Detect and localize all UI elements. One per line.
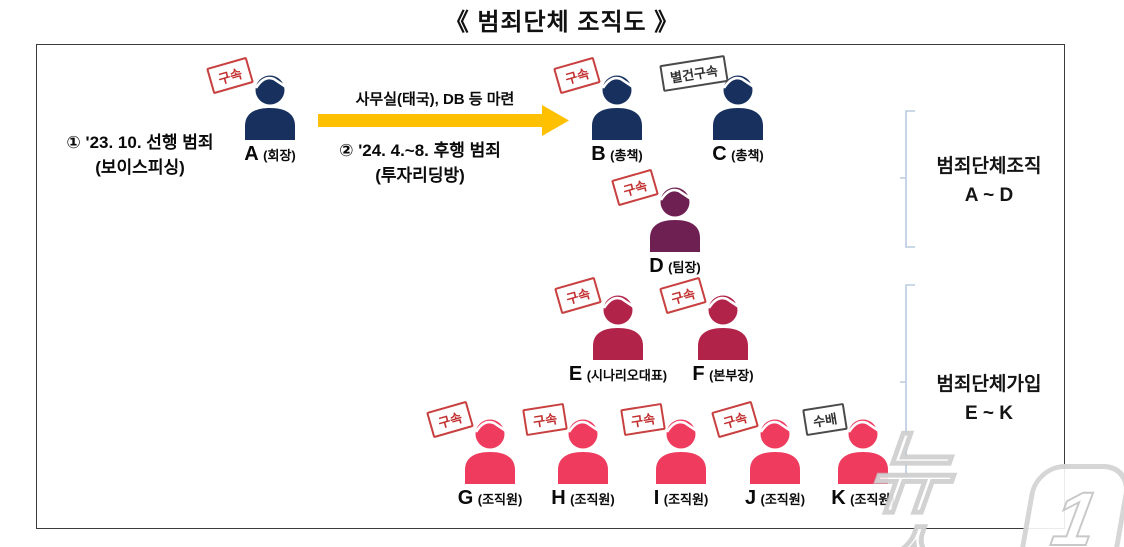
person-H: 구속 H (조직원): [522, 402, 638, 510]
person-icon: [698, 295, 748, 360]
person-icon: [592, 75, 642, 140]
step2-annotation: ② '24. 4.~8. 후행 범죄 (투자리딩방): [320, 138, 520, 188]
right-arrow-icon: [318, 105, 569, 136]
group1-label: 범죄단체조직 A ~ D: [913, 152, 1065, 210]
person-J: 구속 J (조직원): [711, 400, 830, 510]
person-icon: [593, 295, 643, 360]
person-label: D (팀장): [649, 255, 701, 277]
person-F: 구속 F (본부장): [659, 276, 778, 386]
person-icon: [656, 419, 706, 484]
person-label: C (총책): [712, 143, 764, 165]
person-A: 구속 A (회장): [206, 56, 325, 166]
group1-bracket-icon: [900, 110, 915, 248]
person-C: 별건구속 C (총책): [659, 55, 793, 166]
person-icon: [838, 419, 888, 484]
step2-line1: ② '24. 4.~8. 후행 범죄: [339, 141, 501, 160]
step2-line2: (투자리딩방): [375, 166, 465, 185]
person-icon: [465, 419, 515, 484]
person-icon: [558, 419, 608, 484]
group2-label: 범죄단체가입 E ~ K: [913, 370, 1065, 428]
step1-line2: (보이스피싱): [95, 158, 185, 177]
page-title: 《 범죄단체 조직도 》: [444, 9, 680, 36]
person-icon: [713, 75, 763, 140]
group1-line1: 범죄단체조직: [936, 156, 1042, 177]
group2-line1: 범죄단체가입: [936, 374, 1042, 395]
person-K: 수배 K (조직원): [802, 402, 918, 510]
person-label: G (조직원): [457, 487, 523, 509]
group1-line2: A ~ D: [964, 185, 1014, 206]
person-label: B (총책): [591, 143, 643, 165]
step1-line1: ① '23. 10. 선행 범죄: [66, 133, 214, 152]
person-I: 구속 I (조직원): [620, 402, 736, 510]
person-label: E (시나리오대표): [568, 363, 668, 385]
person-label: H (조직원): [551, 487, 615, 509]
person-label: A (회장): [244, 143, 296, 165]
person-D: 구속 D (팀장): [611, 168, 730, 278]
person-label: I (조직원): [653, 487, 709, 509]
group2-bracket-icon: [900, 284, 915, 480]
group2-line2: E ~ K: [964, 403, 1014, 424]
person-B: 구속 B (총책): [553, 56, 672, 166]
person-label: J (조직원): [744, 487, 806, 509]
person-icon: [750, 419, 800, 484]
step1-annotation: ① '23. 10. 선행 범죄 (보이스피싱): [30, 130, 250, 180]
person-G: 구속 G (조직원): [426, 400, 545, 510]
person-E: 구속 E (시나리오대표): [554, 276, 673, 386]
person-icon: [650, 187, 700, 252]
person-icon: [245, 75, 295, 140]
person-label: F (본부장): [692, 363, 754, 385]
person-label: K (조직원): [831, 487, 895, 509]
arrow-label: 사무실(태국), DB 등 마련: [355, 91, 515, 108]
